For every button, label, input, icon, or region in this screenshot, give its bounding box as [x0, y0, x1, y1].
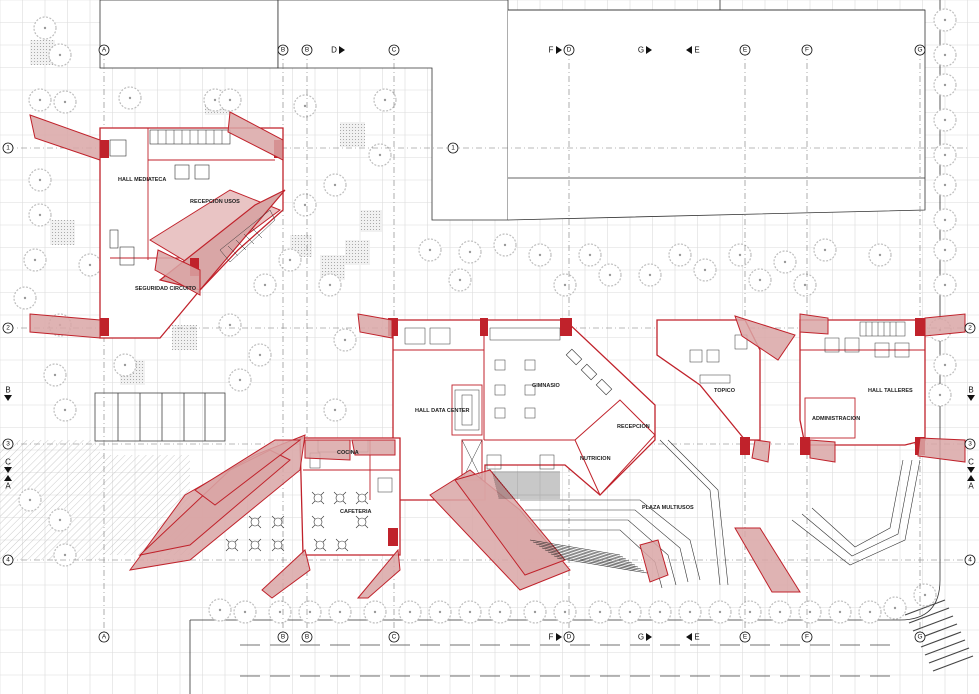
axis-bubble-f: F — [801, 631, 813, 643]
central-block — [388, 318, 656, 501]
existing-buildings — [99, 0, 941, 694]
room-hall-data-center: HALL DATA CENTER — [415, 408, 470, 414]
axis-bubble-g: G — [914, 44, 926, 56]
axis-bubble-b: B — [277, 631, 289, 643]
svg-text:E: E — [743, 47, 748, 54]
room-recepcion-usos: RECEPCION USOS — [190, 199, 240, 205]
axis-bubble-c: C — [388, 44, 400, 56]
svg-text:A: A — [102, 47, 107, 54]
svg-text:B: B — [305, 634, 309, 641]
cafeteria-block — [299, 437, 401, 556]
svg-text:G: G — [638, 633, 644, 642]
svg-text:A: A — [102, 634, 107, 641]
svg-text:2: 2 — [968, 325, 972, 332]
room-hall-talleres: HALL TALLERES — [868, 388, 913, 394]
svg-text:E: E — [743, 634, 748, 641]
svg-text:1: 1 — [451, 145, 455, 152]
svg-text:G: G — [917, 47, 922, 54]
axis-bubble-row-4: 4 — [964, 554, 976, 566]
cafeteria-tables — [225, 491, 369, 552]
room-nutricion: NUTRICION — [580, 456, 611, 462]
svg-text:3: 3 — [6, 441, 10, 448]
axis-bubble-row-4: 4 — [2, 554, 14, 566]
svg-text:F: F — [549, 46, 554, 55]
svg-text:E: E — [694, 46, 699, 55]
axis-bubble-f: F — [801, 44, 813, 56]
svg-text:B: B — [281, 47, 285, 54]
axis-bubble-row-3: 3 — [2, 438, 14, 450]
svg-text:E: E — [694, 633, 699, 642]
axis-bubble-row-2: 2 — [2, 322, 14, 334]
axis-bubble-b: B — [277, 44, 289, 56]
svg-text:2: 2 — [6, 325, 10, 332]
svg-text:G: G — [917, 634, 922, 641]
svg-text:HALL MEDIATECA: HALL MEDIATECA — [118, 177, 166, 183]
svg-text:D: D — [567, 634, 572, 641]
room-recepcion: RECEPCION — [617, 424, 650, 430]
svg-text:3: 3 — [968, 441, 972, 448]
svg-text:4: 4 — [968, 557, 972, 564]
svg-text:C: C — [5, 458, 11, 467]
axis-bubble-g: G — [914, 631, 926, 643]
road — [240, 644, 900, 677]
svg-text:C: C — [392, 634, 397, 641]
svg-text:A: A — [968, 482, 974, 491]
axis-bubble-e: E — [739, 631, 751, 643]
svg-text:B: B — [968, 386, 973, 395]
svg-text:F: F — [549, 633, 554, 642]
room-cocina: COCINA — [337, 450, 359, 456]
axis-bubble-c: C — [388, 631, 400, 643]
ramp-volumes — [29, 111, 966, 599]
axis-bubble-row-1: 1 — [447, 142, 459, 154]
section-markers: D F G E F G E B C A B C A — [4, 46, 975, 642]
room-cafeteria: CAFETERIA — [340, 509, 372, 515]
svg-text:1: 1 — [6, 145, 10, 152]
axis-bubble-a: A — [98, 631, 110, 643]
axis-bubble-d: D — [563, 631, 575, 643]
room-gimnasio: GIMNASIO — [532, 383, 561, 389]
svg-text:C: C — [392, 47, 397, 54]
room-topico: TOPICO — [714, 388, 736, 394]
axis-bubble-row-2: 2 — [964, 322, 976, 334]
svg-text:4: 4 — [6, 557, 10, 564]
svg-text:F: F — [805, 47, 809, 54]
axis-markers: A B B C D E F G A B B C D E F G 1 2 3 4 2 3 4 1 — [2, 44, 976, 643]
axis-bubble-d: D — [563, 44, 575, 56]
room-seguridad-circuito: SEGURIDAD CIRCUITO — [135, 286, 197, 292]
room-hall-mediateca: HALL MEDIATECA — [118, 177, 166, 183]
talleres-block — [656, 318, 926, 455]
axis-bubble-row-3: 3 — [964, 438, 976, 450]
room-labels: HALL MEDIATECA RECEPCION USOS SEGURIDAD … — [118, 177, 913, 515]
svg-text:B: B — [281, 634, 285, 641]
axis-bubble-a: A — [98, 44, 110, 56]
svg-text:G: G — [638, 46, 644, 55]
axis-bubble-b: B — [301, 631, 313, 643]
mediateca-block — [99, 127, 286, 339]
axis-bubble-e: E — [739, 44, 751, 56]
svg-text:B: B — [5, 386, 10, 395]
svg-text:C: C — [968, 458, 974, 467]
trees — [13, 8, 957, 624]
room-administracion: ADMINISTRACION — [812, 416, 860, 422]
svg-text:A: A — [5, 482, 11, 491]
axis-bubble-row-1: 1 — [2, 142, 14, 154]
room-plaza-multiusos: PLAZA MULTIUSOS — [642, 505, 694, 511]
svg-text:B: B — [305, 47, 309, 54]
axis-bubble-b: B — [301, 44, 313, 56]
plaza-steps — [492, 471, 648, 574]
svg-text:D: D — [331, 46, 337, 55]
svg-text:F: F — [805, 634, 809, 641]
svg-text:D: D — [567, 47, 572, 54]
